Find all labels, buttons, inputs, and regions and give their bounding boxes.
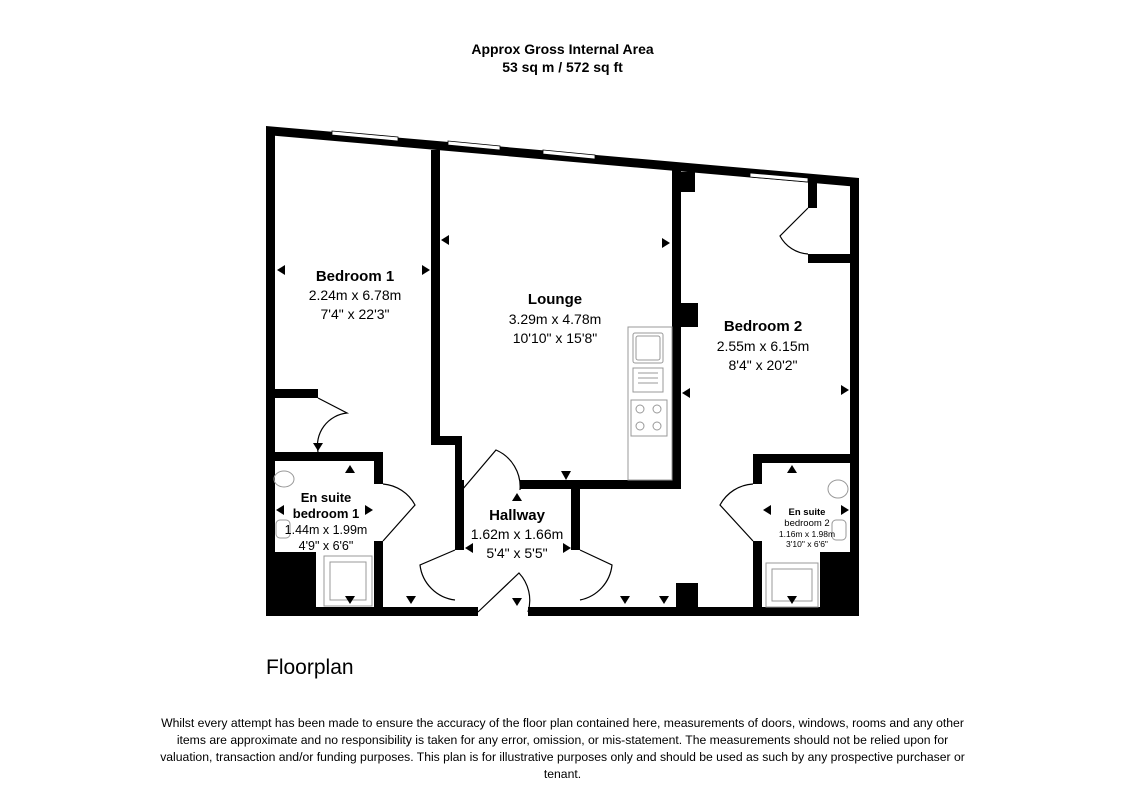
window-bedroom2	[749, 172, 809, 183]
door-entrance	[477, 572, 531, 613]
doors	[316, 207, 809, 613]
hob-icon	[630, 399, 668, 437]
disclaimer-text: Whilst every attempt has been made to en…	[160, 716, 965, 781]
kitchen	[627, 326, 673, 481]
hallway-left-wall	[455, 480, 464, 550]
ensuite1-imperial: 4'9" x 6'6"	[299, 539, 354, 553]
partition-lounge-bed2	[672, 168, 681, 488]
right-wall	[850, 180, 859, 616]
bedroom2-metric: 2.55m x 6.15m	[717, 338, 810, 354]
dimension-markers	[276, 235, 849, 606]
window-lounge-right	[542, 149, 596, 160]
door-bedroom2-cupboard	[779, 207, 809, 255]
floorplan-label: Floorplan	[266, 656, 354, 679]
shower-tray-2	[765, 562, 819, 608]
bottom-wall-left	[266, 607, 478, 616]
window-lounge-left	[447, 140, 501, 151]
area-title: Approx Gross Internal Area	[471, 41, 654, 57]
sink-icon	[632, 332, 664, 364]
cupboard2-top	[808, 178, 817, 208]
door-hallway-right	[579, 549, 613, 601]
door-ensuite1	[382, 483, 416, 542]
lounge-bottom-wall	[520, 480, 681, 489]
area-value: 53 sq m / 572 sq ft	[502, 59, 623, 75]
window-bedroom1	[331, 130, 399, 142]
shower-tray-1	[323, 555, 373, 607]
cupboard2-bottom	[808, 254, 850, 263]
hallway-right-top	[571, 488, 579, 496]
room-label-hallway: Hallway 1.62m x 1.66m 5'4" x 5'5"	[471, 507, 564, 561]
drainer-icon	[632, 367, 664, 393]
left-wall	[266, 128, 275, 616]
bedroom1-cupboard-wall	[266, 389, 318, 398]
hallway-imperial: 5'4" x 5'5"	[486, 545, 547, 561]
hallway-right-wall	[571, 488, 580, 550]
room-label-lounge: Lounge 3.29m x 4.78m 10'10" x 15'8"	[509, 291, 602, 346]
top-wall	[266, 126, 859, 187]
bedroom1-name: Bedroom 1	[316, 268, 394, 285]
bottom-left-corner	[266, 600, 276, 616]
room-label-bedroom2: Bedroom 2 2.55m x 6.15m 8'4" x 20'2"	[717, 318, 810, 373]
bedroom1-metric: 2.24m x 6.78m	[309, 287, 402, 303]
ensuite2-top-wall	[753, 454, 859, 463]
kitchen-counter	[627, 326, 673, 481]
ensuite1-right-wall	[374, 452, 383, 484]
ensuite1-name-line1: En suite	[301, 490, 352, 505]
door-ensuite2	[719, 483, 754, 542]
hallway-metric: 1.62m x 1.66m	[471, 526, 564, 542]
room-label-bedroom1: Bedroom 1 2.24m x 6.78m 7'4" x 22'3"	[309, 268, 402, 322]
ensuite2-name-line2: bedroom 2	[784, 518, 829, 529]
basin-icon-2	[827, 479, 849, 499]
ensuite2-left-wall-lower	[753, 541, 762, 616]
ensuite2-imperial: 3'10" x 6'6"	[786, 539, 828, 549]
door-hallway-left	[419, 549, 456, 601]
ensuite1-name-line2: bedroom 1	[293, 506, 359, 521]
area-header: Approx Gross Internal Area 53 sq m / 572…	[0, 40, 1125, 76]
lounge-name: Lounge	[528, 291, 582, 308]
bedroom2-imperial: 8'4" x 20'2"	[729, 357, 798, 373]
room-label-ensuite1: En suite bedroom 1 1.44m x 1.99m 4'9" x …	[285, 490, 368, 553]
bottom-right-block	[676, 583, 698, 613]
bedroom2-name: Bedroom 2	[724, 318, 802, 335]
ensuite2-dark-block	[820, 552, 859, 616]
room-label-ensuite2: En suite bedroom 2 1.16m x 1.98m 3'10" x…	[779, 507, 835, 549]
lounge-imperial: 10'10" x 15'8"	[513, 330, 598, 346]
ensuite2-metric: 1.16m x 1.98m	[779, 529, 835, 539]
basin-icon-1	[273, 470, 295, 488]
kitchen-pillar	[672, 303, 698, 327]
ensuite1-right-wall-lower	[374, 541, 383, 615]
walls	[266, 126, 859, 616]
windows	[331, 130, 809, 183]
hallway-name: Hallway	[489, 507, 546, 524]
toilet-icon-1	[275, 519, 291, 539]
ensuite2-left-wall	[753, 454, 762, 484]
ensuite1-top-wall	[266, 452, 381, 461]
ensuite2-name-line1: En suite	[789, 507, 826, 518]
bedroom1-imperial: 7'4" x 22'3"	[321, 306, 390, 322]
lounge-metric: 3.29m x 4.78m	[509, 311, 602, 327]
ensuite1-metric: 1.44m x 1.99m	[285, 523, 368, 537]
toilet-icon-2	[831, 519, 847, 541]
partition-notch	[677, 172, 695, 192]
door-hallway-top	[461, 449, 521, 491]
partition-bed1-lounge	[431, 150, 440, 445]
